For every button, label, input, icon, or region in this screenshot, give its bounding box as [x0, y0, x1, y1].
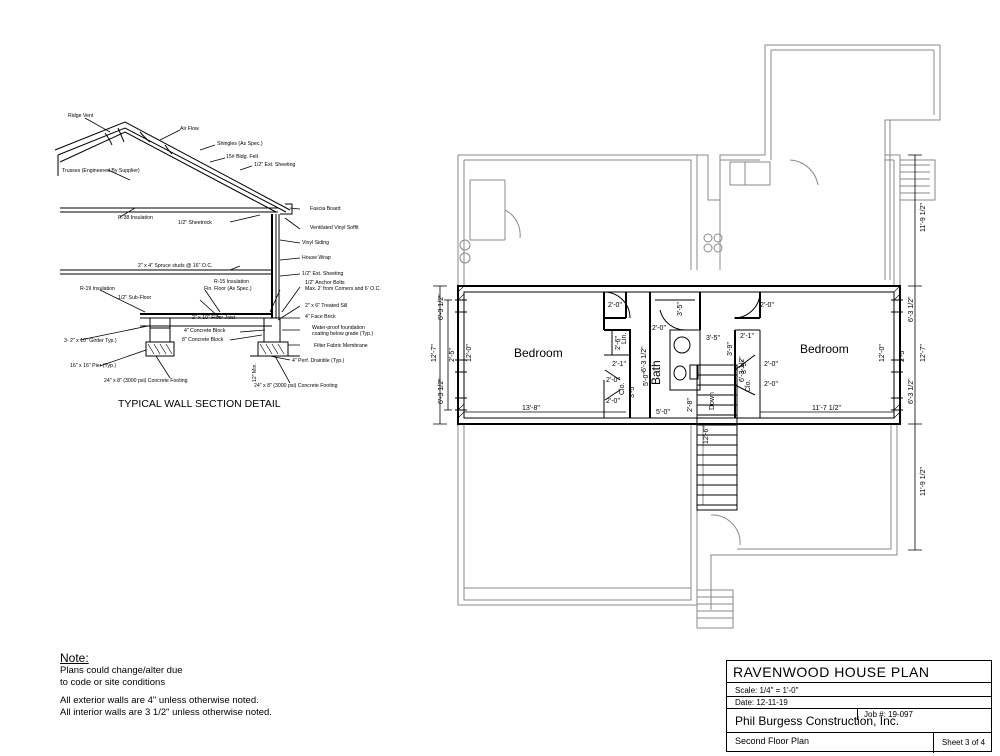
label-ext-sheeting: 1/2" Ext. Sheeting: [254, 162, 295, 168]
label-studs: 2" x 4" Spruce studs @ 16" O.C.: [138, 263, 213, 269]
company-name: Phil Burgess Construction, Inc.: [727, 709, 991, 733]
plan-name: RAVENWOOD HOUSE PLAN: [727, 661, 991, 683]
dim-clo-r-3: 2'-1": [740, 333, 754, 340]
label-soffit: Ventilated Vinyl Soffit: [310, 225, 359, 231]
label-pier: 16" x 16" Pier (Typ.): [70, 363, 116, 369]
sheet-number: Sheet 3 of 4: [933, 733, 993, 753]
sheet-name: Second Floor Plan: [735, 736, 810, 746]
dim-right-bottom: 11'-9 1/2": [920, 466, 927, 496]
wall-section-title: TYPICAL WALL SECTION DETAIL: [118, 398, 281, 410]
room-linen: Lin.: [621, 333, 628, 344]
label-air-flow: Air Flow: [180, 126, 199, 132]
dim-bed2-door: 2'-0": [760, 302, 774, 309]
note-line: to code or site conditions: [60, 677, 166, 688]
stair-down-label: Down: [709, 392, 716, 410]
scale-row: Scale: 1/4" = 1'-0" Job #: 19-097: [727, 685, 991, 720]
dim-right-top: 11'-9 1/2": [920, 202, 927, 232]
label-ext-sheeting-2: 1/2" Ext. Sheeting: [302, 271, 343, 277]
label-girder: 3- 2" x 10" Girder Typ.): [64, 338, 117, 344]
dim-clo-r-h: 6'-3 1/2": [739, 356, 746, 382]
label-face-brick: 4" Face Brick: [305, 314, 336, 320]
wall-section-detail: Ridge Vent Air Flow Shingles (As Spec.) …: [54, 113, 381, 410]
label-footing-right: 24" x 8" (3000 psi) Concrete Footing: [254, 383, 338, 389]
label-r15: R-15 Insulation: [214, 279, 249, 285]
label-anchor-bolts: 1/2" Anchor Bolts: [305, 280, 345, 286]
label-r19: R-19 Insulation: [80, 286, 115, 292]
dim-left-lower: 6'-3 1/2": [438, 378, 445, 404]
label-12-min: 12" Min.: [252, 363, 258, 382]
dim-clo-l-3: 2'-1": [612, 361, 626, 368]
dim-right-upper: 6'-3 1/2": [908, 296, 915, 322]
label-r38: R-38 Insulation: [118, 215, 153, 221]
room-bath: Bath: [649, 360, 663, 385]
label-house-wrap: House Wrap: [302, 255, 331, 261]
dim-right-overall: 12'-7": [920, 344, 927, 362]
label-waterproof-2: coating below grade (Typ.): [312, 331, 373, 337]
dim-bed2-width: 11'-7 1/2": [812, 405, 842, 412]
title-block: RAVENWOOD HOUSE PLAN Scale: 1/4" = 1'-0"…: [726, 660, 993, 753]
scale-text: Scale: 1/4" = 1'-0": [735, 686, 799, 695]
job-number: Job #: 19-097: [857, 709, 993, 720]
dim-clo-l-2: 2'-0": [606, 398, 620, 405]
dim-bath-w: 5'-0": [656, 409, 670, 416]
dim-clo-l-1: 2'-0": [606, 377, 620, 384]
dim-bath-door: 2'-0": [652, 325, 666, 332]
label-floor-joist: 2" x 10" Floor Joist: [192, 315, 236, 321]
dim-clo-r-d: 3'-9": [741, 360, 748, 374]
label-ridge-vent: Ridge Vent: [68, 113, 94, 119]
label-anchor-spacing: Max. 2' from Corners and 6' O.C.: [305, 286, 381, 292]
note-line: All exterior walls are 4" unless otherwi…: [60, 695, 259, 706]
dim-bed1-depth: 12'-0": [466, 344, 473, 362]
label-filter-fabric: Filter Fabric Membrane: [314, 343, 368, 349]
date-row: Date: 12-11-19: [727, 697, 991, 709]
dim-bath-d: 5'-0": [643, 372, 650, 386]
label-draintile: 4" Perf. Draintile (Typ.): [292, 358, 345, 364]
notes-title: Note:: [60, 651, 89, 665]
note-line: All interior walls are 3 1/2" unless oth…: [60, 707, 272, 718]
dim-left-upper: 6'-3 1/2": [438, 294, 445, 320]
label-fin-floor: Fin. Floor (As Spec.): [204, 286, 252, 292]
room-closet-right: Clo.: [745, 379, 752, 392]
dim-hall-1: 3'-5": [677, 302, 684, 316]
label-waterproof: Water-proof foundation: [312, 325, 365, 331]
dim-hall-r: 3'-9": [727, 342, 734, 356]
dim-left-overall: 12'-7": [431, 344, 438, 362]
label-sheetrock: 1/2" Sheetrock: [178, 220, 212, 226]
dim-clo-r-1: 2'-0": [764, 361, 778, 368]
dim-linen-3: 3'-5": [629, 384, 636, 398]
label-fascia: Fascia Board: [310, 206, 341, 212]
room-bedroom-right: Bedroom: [800, 342, 849, 356]
lower-floor-outline: [457, 44, 941, 629]
dim-bed1-door: 2'-0": [608, 302, 622, 309]
dim-right-window: 2'-5": [899, 348, 906, 362]
note-line: Plans could change/alter due: [60, 665, 183, 676]
label-vinyl-siding: Vinyl Siding: [302, 240, 329, 246]
dim-bed1-width: 13'-8": [522, 405, 540, 412]
date-text: Date: 12-11-19: [735, 698, 788, 707]
dim-left-window: 2'-5": [449, 348, 456, 362]
dim-hall-2: 3'-5": [706, 335, 720, 342]
label-treated-sill: 2" x 6" Treated Sill: [305, 303, 347, 309]
stairs: [696, 364, 738, 511]
dim-clo-r-2: 2'-0": [764, 381, 778, 388]
label-footing-left: 24" x 8" (3000 psi) Concrete Footing: [104, 378, 188, 384]
label-4in-block: 4" Concrete Block: [184, 328, 226, 334]
general-notes: Note: Plans could change/alter due to co…: [60, 652, 320, 719]
room-closet-left: Clo.: [619, 382, 626, 395]
dim-linen-w: 2'-6": [615, 336, 622, 350]
label-8in-block: 8" Concrete Block: [182, 337, 224, 343]
label-bldg-felt: 15# Bldg. Felt: [226, 154, 259, 160]
room-bedroom-left: Bedroom: [514, 346, 563, 360]
dim-bed2-depth: 12'-0": [879, 344, 886, 362]
dim-right-lower: 6'-3 1/2": [908, 378, 915, 404]
dim-stair-run: 12'-6": [703, 426, 710, 444]
dim-stair-w: 2'-8": [687, 398, 694, 412]
label-trusses: Trusses (Engineered By Supplier): [62, 168, 140, 174]
label-sub-floor: 1/2" Sub-Floor: [118, 295, 152, 301]
second-floor-plan: Bedroom Bedroom Bath Lin. Clo. Clo. Down…: [431, 44, 941, 629]
dim-bath-h: 6'-3 1/2": [641, 346, 648, 372]
label-shingles: Shingles (As Spec.): [217, 141, 263, 147]
